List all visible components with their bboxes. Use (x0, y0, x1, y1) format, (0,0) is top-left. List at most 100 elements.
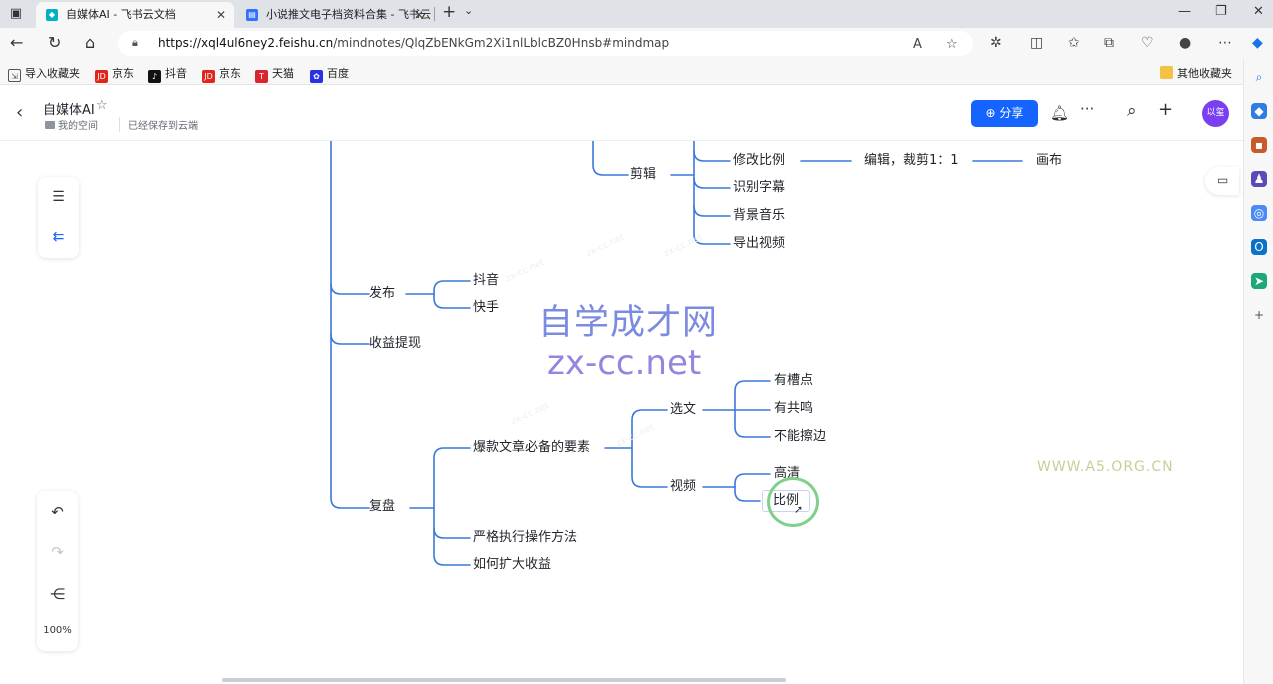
canvas-tools-panel: ↶ ↷ ⋲ 100% (37, 491, 78, 651)
feishu-docs-icon: ◆ (46, 9, 58, 21)
shopping-tag-icon[interactable]: ◆ (1251, 103, 1267, 119)
node-douyin[interactable]: 抖音 (473, 273, 500, 288)
node-kuaishou[interactable]: 快手 (473, 300, 500, 315)
connector-daochu (693, 141, 731, 245)
node-yange-zhixing[interactable]: 严格执行操作方法 (473, 530, 578, 545)
layout-structure-icon[interactable]: ⋲ (50, 585, 65, 603)
bookmark-label: 其他收藏夹 (1177, 67, 1232, 80)
favorite-star-icon[interactable]: ☆ (946, 37, 958, 52)
other-bookmarks-folder[interactable]: 其他收藏夹 (1160, 65, 1232, 81)
node-shouyi-tixian[interactable]: 收益提现 (369, 336, 422, 351)
collections-icon[interactable]: ⧉ (1104, 35, 1114, 51)
bookmark-douyin[interactable]: ♪ 抖音 (148, 65, 187, 83)
lock-icon[interactable]: 🔒︎ (132, 36, 138, 49)
create-plus-icon[interactable]: + (1158, 99, 1174, 120)
notification-bell-icon[interactable]: 🔔︎ (1050, 104, 1070, 122)
search-icon[interactable]: ⌕ (1255, 70, 1263, 84)
share-label: 分享 (999, 106, 1024, 120)
favorites-icon[interactable]: ✩ (1068, 35, 1080, 51)
connector-xiugai (693, 150, 731, 162)
mindmap-canvas[interactable]: zx-cc.net zx-cc.net zx-cc.net zx-cc.net … (0, 141, 1243, 684)
back-arrow-icon[interactable]: ← (10, 33, 24, 52)
connector-beijing (693, 205, 731, 217)
microsoft365-icon[interactable]: ◎ (1251, 205, 1267, 221)
mindmap-view-icon[interactable]: ⇇ (52, 229, 65, 245)
redo-icon[interactable]: ↷ (51, 543, 64, 561)
tab-novel-doc[interactable]: ▤ 小说推文电子档资料合集 - 飞书云 ✕ (236, 2, 432, 28)
tmall-icon: T (255, 70, 268, 83)
node-baokuan-yaosu[interactable]: 爆款文章必备的要素 (473, 440, 591, 455)
node-shibie-zimu[interactable]: 识别字幕 (733, 180, 786, 195)
undo-icon[interactable]: ↶ (51, 503, 64, 521)
bookmark-label: 抖音 (165, 67, 187, 80)
more-options-icon[interactable]: ··· (1080, 100, 1095, 118)
new-tab-icon[interactable]: + (442, 2, 457, 22)
browser-essentials-icon[interactable]: ♡ (1141, 35, 1154, 51)
address-bar[interactable]: 🔒︎ https://xql4ul6ney2.feishu.cn/mindnot… (118, 31, 973, 56)
node-you-gongming[interactable]: 有共鸣 (774, 401, 814, 416)
more-menu-icon[interactable]: ⋯ (1218, 35, 1232, 51)
split-screen-icon[interactable]: ◫ (1030, 35, 1044, 51)
zoom-level[interactable]: 100% (43, 625, 72, 636)
node-xuanwen[interactable]: 选文 (670, 402, 697, 417)
node-jianji[interactable]: 剪辑 (630, 167, 657, 182)
tab-divider (434, 7, 435, 21)
profile-icon[interactable]: ● (1179, 35, 1192, 51)
close-window-icon[interactable]: ✕ (1253, 4, 1264, 19)
drop-icon[interactable]: ➤ (1251, 273, 1267, 289)
node-you-caodian[interactable]: 有槽点 (774, 373, 814, 388)
douyin-icon: ♪ (148, 70, 161, 83)
close-tab-icon[interactable]: ✕ (413, 8, 424, 22)
extensions-icon[interactable]: ✲ (990, 35, 1002, 51)
tab-actions-icon[interactable]: ▣ (9, 6, 23, 21)
mindmap-connectors (330, 141, 1023, 566)
watermark-cn-text: 自学成才网 (538, 303, 719, 343)
node-bianji-caijian[interactable]: 编辑，裁剪1：1 (864, 153, 959, 168)
refresh-icon[interactable]: ↻ (48, 33, 62, 52)
node-shipin[interactable]: 视频 (670, 479, 697, 494)
tab-feishu-doc[interactable]: ◆ 自媒体AI - 飞书云文档 ✕ (36, 2, 234, 28)
connector-shibie (693, 177, 731, 189)
node-kuoda-shouyi[interactable]: 如何扩大收益 (473, 557, 552, 572)
outline-view-icon[interactable]: ☰ (52, 189, 65, 205)
read-aloud-icon[interactable]: A (913, 37, 922, 52)
tab-strip: ▣ ◆ 自媒体AI - 飞书云文档 ✕ ▤ 小说推文电子档资料合集 - 飞书云 … (0, 0, 1273, 28)
add-sidebar-app-icon[interactable]: + (1253, 308, 1265, 322)
doc-title[interactable]: 自媒体AI (43, 103, 95, 118)
star-icon[interactable]: ☆ (96, 98, 108, 113)
close-tab-icon[interactable]: ✕ (215, 8, 226, 22)
bookmark-import[interactable]: ⇲导入收藏夹 (8, 65, 80, 82)
node-fabu[interactable]: 发布 (369, 286, 396, 301)
bookmark-tmall[interactable]: T 天猫 (255, 65, 294, 83)
folder-icon (1160, 66, 1173, 79)
avatar[interactable]: 以玺 (1202, 100, 1229, 127)
node-beijing-yinyue[interactable]: 背景音乐 (733, 208, 786, 223)
outlook-icon[interactable]: O (1251, 239, 1267, 255)
bookmark-label: 天猫 (272, 67, 294, 80)
back-chevron-icon[interactable]: ‹ (16, 102, 24, 123)
copilot-icon[interactable]: ◆ (1252, 35, 1263, 51)
horizontal-scrollbar[interactable] (222, 678, 786, 682)
folder-icon (45, 121, 55, 129)
share-button[interactable]: ⊕ 分享 (971, 100, 1038, 127)
node-daochu-shipin[interactable]: 导出视频 (733, 236, 786, 251)
bookmark-baidu[interactable]: ✿百度 (310, 65, 349, 83)
site-watermark: 自学成才网 zx-cc.net (538, 303, 718, 383)
minimize-icon[interactable]: — (1178, 4, 1191, 19)
node-fupan[interactable]: 复盘 (369, 499, 396, 514)
url-text[interactable]: https://xql4ul6ney2.feishu.cn/mindnotes/… (158, 36, 669, 50)
node-huabu[interactable]: 画布 (1036, 153, 1063, 168)
node-xiugai-bili[interactable]: 修改比例 (733, 153, 786, 168)
node-buneng-cabian[interactable]: 不能擦边 (774, 429, 827, 444)
toolbox-icon[interactable]: ▪ (1251, 137, 1267, 153)
home-icon[interactable]: ⌂ (85, 33, 96, 52)
search-icon[interactable]: ⌕ (1127, 101, 1137, 121)
connector-douyin (433, 280, 471, 295)
maximize-icon[interactable]: ❐ (1215, 4, 1227, 19)
breadcrumb-space[interactable]: 我的空间 (45, 117, 98, 132)
comments-button[interactable]: ▭ (1205, 167, 1239, 195)
tab-list-chevron-icon[interactable]: ⌄ (464, 4, 474, 17)
games-icon[interactable]: ♟ (1251, 171, 1267, 187)
